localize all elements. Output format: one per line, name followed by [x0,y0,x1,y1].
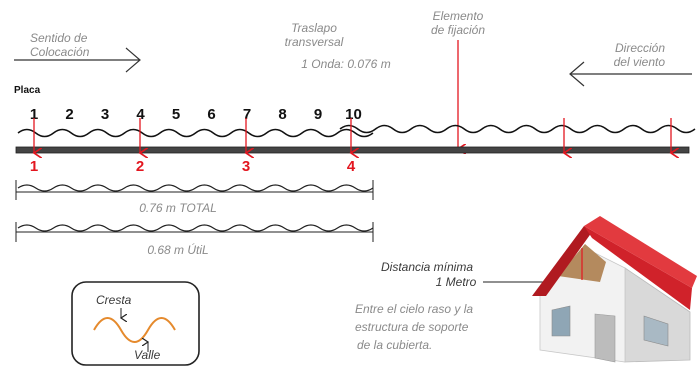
elemento-line1: Elemento [433,9,484,23]
estructura-bar [15,146,690,154]
util-label: 0.68 m ÚtiL [147,242,208,257]
fix-number-4: 4 [347,158,356,175]
wave-number-9: 9 [314,106,322,123]
placa-wave-right [339,124,696,134]
traslapo-line3: 1 Onda: 0.076 m [301,57,390,71]
wave-number-5: 5 [172,106,180,123]
wave-number-7: 7 [243,106,251,123]
distancia-line2: 1 Metro [436,275,477,289]
fix-arrows [34,118,671,153]
wave-number-8: 8 [278,106,286,123]
colocacion-arrow [14,47,141,73]
wave-number-3: 3 [101,106,109,123]
traslapo-line1: Traslapo [291,21,337,35]
fix-number-2: 2 [136,158,144,175]
wave-number-6: 6 [207,106,215,123]
entre-line1: Entre el cielo raso y la [355,302,473,316]
fix-numbers: 1 2 3 4 [30,158,356,175]
util-dimension [15,222,374,242]
traslapo-line2: transversal [285,35,344,49]
cresta-label: Cresta [96,293,132,307]
entre-line2: estructura de soporte [355,320,469,334]
valle-label: Valle [134,348,161,362]
distancia-line1: Distancia mínima [381,260,473,274]
wave-number-4: 4 [136,106,145,123]
viento-line2: del viento [614,55,666,69]
wave-number-2: 2 [65,106,73,123]
total-dimension [15,180,374,200]
wave-numbers: 1 2 3 4 5 6 7 8 9 10 [30,106,362,123]
wave-number-10: 10 [345,106,362,123]
viento-line1: Dirección [615,41,665,55]
house-illustration [532,216,697,363]
viento-arrow [569,61,692,87]
colocacion-line2: Colocación [30,45,90,59]
fix-number-1: 1 [30,158,38,175]
entre-line3: de la cubierta. [357,338,432,352]
fix-number-3: 3 [242,158,250,175]
elemento-line2: de fijación [431,23,485,37]
cresta-valle-wave [93,317,176,343]
total-label: 0.76 m TOTAL [139,201,217,215]
placa-label: Placa [14,85,41,96]
placa-wave-left [17,128,374,138]
wave-number-1: 1 [30,106,38,123]
colocacion-line1: Sentido de [30,31,88,45]
cresta-valle-box [71,281,200,366]
